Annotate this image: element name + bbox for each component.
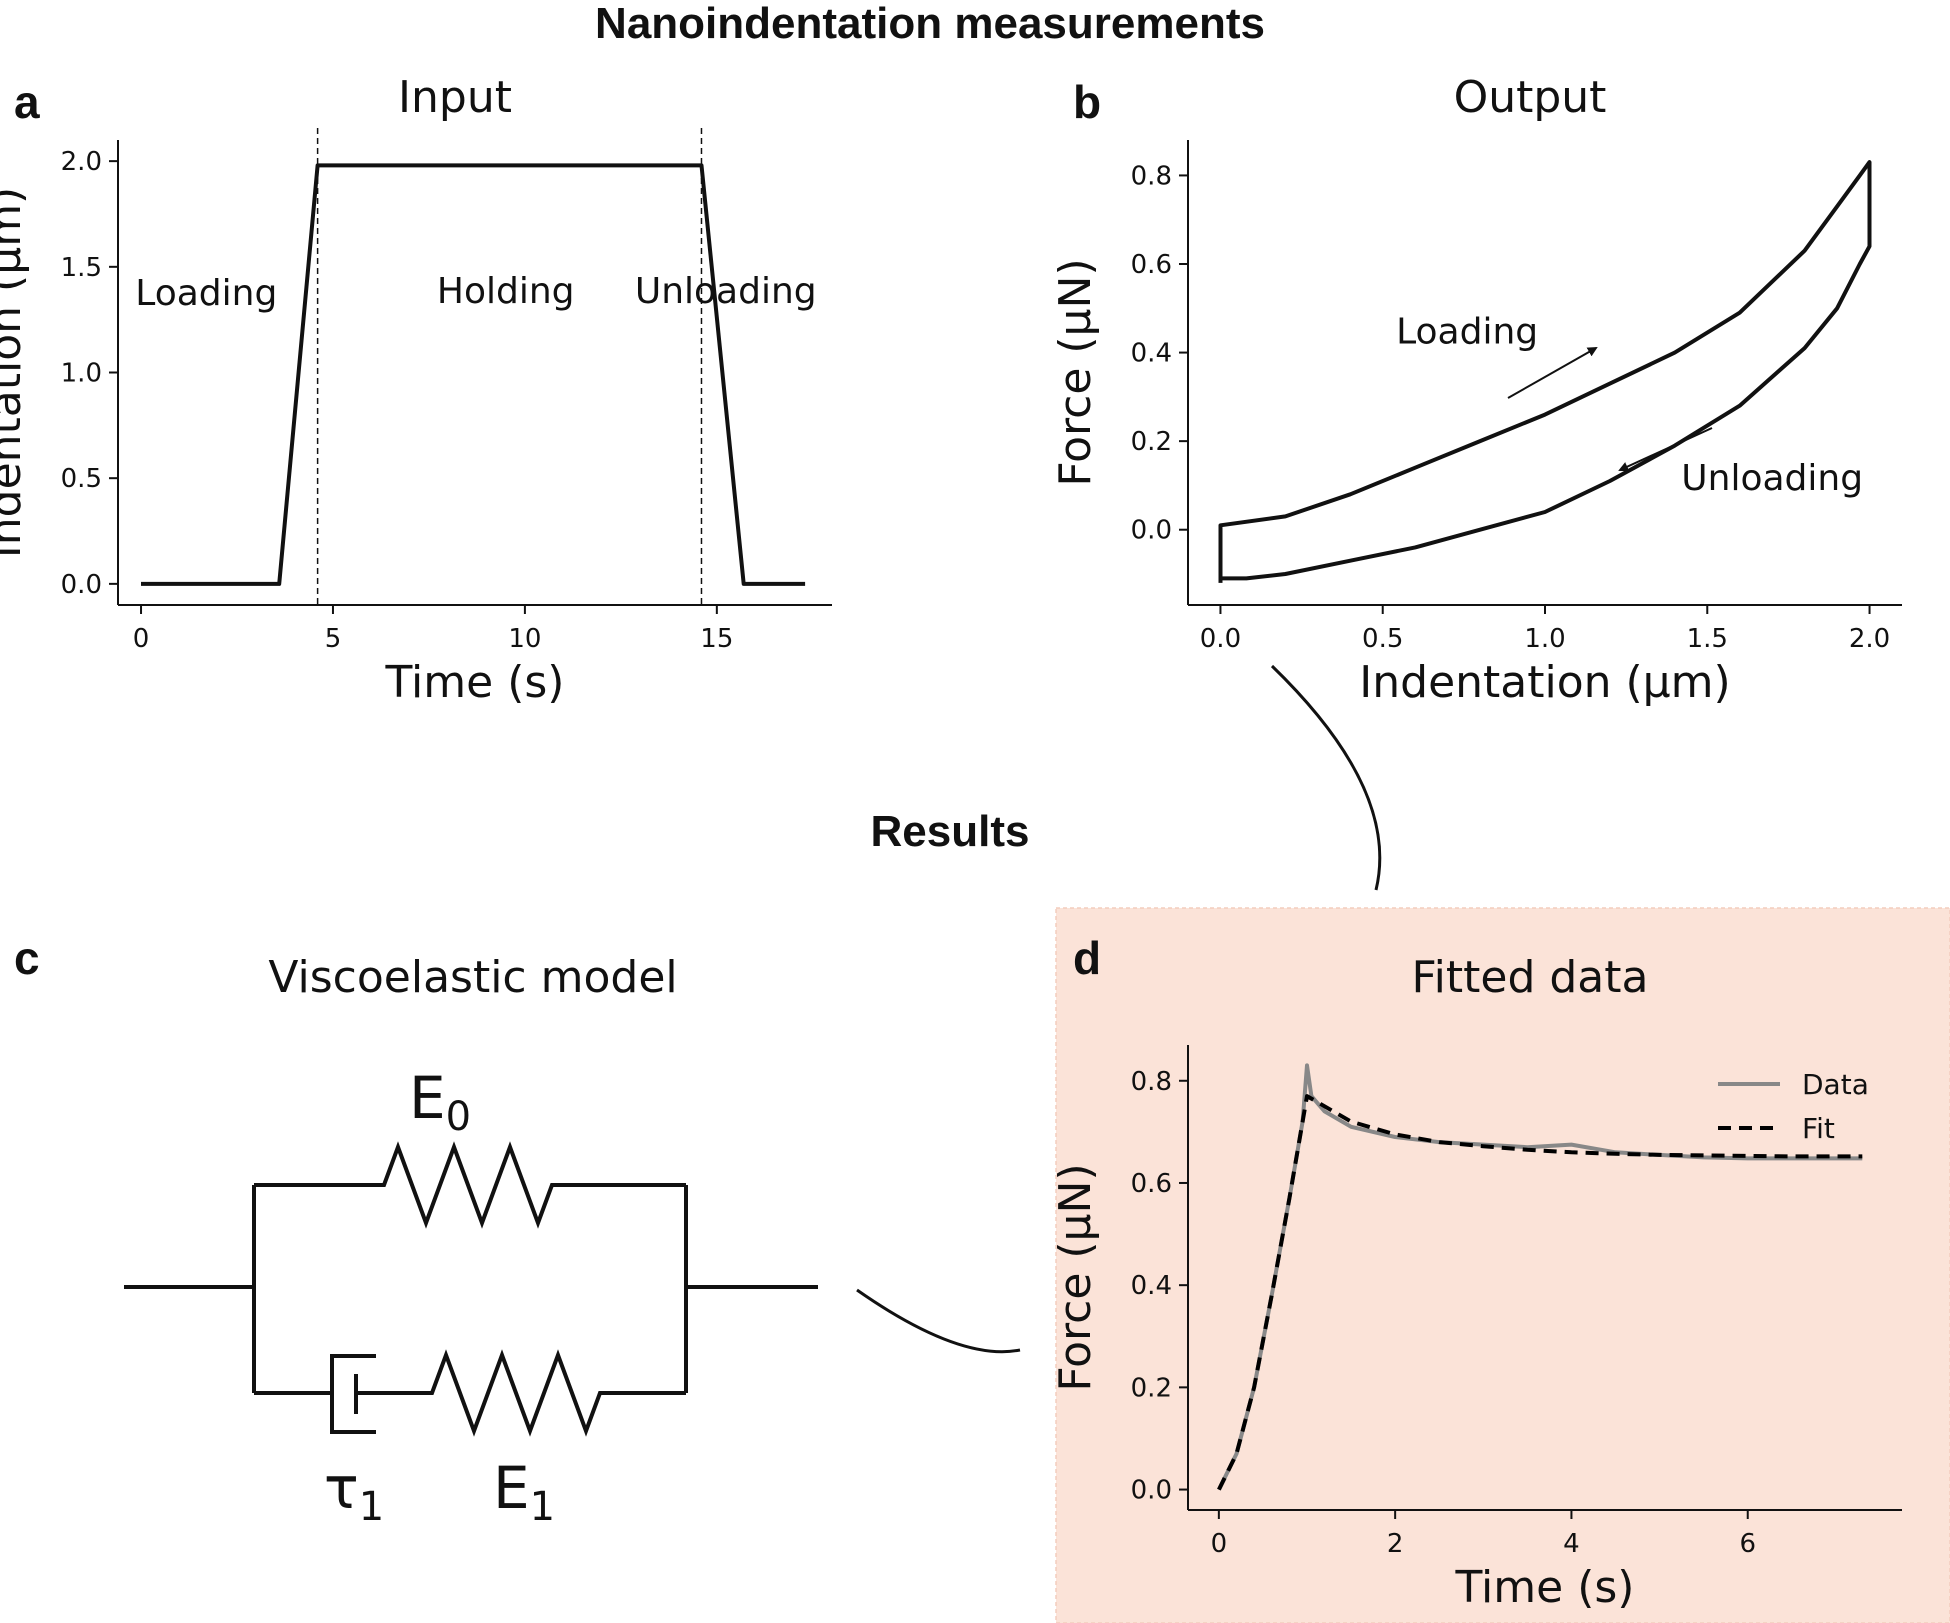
viscoelastic-model-diagram: E0 τ1 E1 xyxy=(124,1064,818,1530)
panel-d-legend: Data Fit xyxy=(1718,1068,1869,1145)
x-tick-label-b: 2.0 xyxy=(1849,624,1890,654)
y-tick-label-b: 0.2 xyxy=(1131,427,1172,457)
x-tick-label-a: 10 xyxy=(508,624,541,654)
y-tick-label-d: 0.6 xyxy=(1131,1169,1172,1199)
panel-a-label: a xyxy=(14,76,40,128)
spring-e0 xyxy=(254,1141,686,1229)
spring-e1 xyxy=(356,1349,686,1437)
x-axis-label-d: Time (s) xyxy=(1455,1562,1635,1613)
x-axis-label-b: Indentation (μm) xyxy=(1359,657,1730,708)
y-tick-label-d: 0.8 xyxy=(1131,1067,1172,1097)
y-tick-label-b: 0.4 xyxy=(1131,339,1172,369)
unloading-arrow xyxy=(1618,427,1713,472)
y-tick-label-a: 1.0 xyxy=(61,359,102,389)
y-tick-label-d: 0.2 xyxy=(1131,1373,1172,1403)
annotation-unloading: Unloading xyxy=(635,271,817,312)
x-axis-label-a: Time (s) xyxy=(385,657,565,708)
x-tick-label-b: 1.5 xyxy=(1687,624,1728,654)
y-tick-label-d: 0.4 xyxy=(1131,1271,1172,1301)
y-tick-label-d: 0.0 xyxy=(1131,1476,1172,1506)
panel-b-title: Output xyxy=(1454,72,1607,123)
label-tau1: τ1 xyxy=(324,1454,384,1530)
label-e1: E1 xyxy=(493,1454,555,1530)
y-tick-label-b: 0.6 xyxy=(1131,250,1172,280)
y-axis-label-a: Indentation (μm) xyxy=(0,187,31,558)
x-tick-label-d: 0 xyxy=(1211,1529,1228,1559)
panel-d-label: d xyxy=(1073,932,1101,984)
y-tick-label-b: 0.8 xyxy=(1131,161,1172,191)
y-tick-label-a: 2.0 xyxy=(61,147,102,177)
panel-a-title: Input xyxy=(398,72,512,123)
y-tick-label-a: 0.5 xyxy=(61,464,102,494)
y-tick-label-a: 1.5 xyxy=(61,253,102,283)
panel-c-title: Viscoelastic model xyxy=(268,952,677,1003)
results-heading: Results xyxy=(871,807,1030,856)
x-tick-label-d: 4 xyxy=(1563,1529,1580,1559)
x-tick-label-b: 0.5 xyxy=(1362,624,1403,654)
panel-b-arrows xyxy=(1507,347,1713,472)
series-line-fit xyxy=(1217,1094,1863,1491)
annotation-loading: Loading xyxy=(135,273,277,314)
annotation-unloading: Unloading xyxy=(1681,458,1863,499)
figure-title: Nanoindentation measurements xyxy=(595,0,1265,48)
x-tick-label-d: 2 xyxy=(1387,1529,1404,1559)
connector-curve-b-to-d xyxy=(1270,664,1382,891)
y-axis-label-b: Force (μN) xyxy=(1050,258,1101,486)
annotation-holding: Holding xyxy=(437,271,575,312)
legend-data-label: Data xyxy=(1802,1068,1869,1101)
loading-arrow xyxy=(1507,347,1598,399)
label-e0: E0 xyxy=(409,1064,471,1140)
x-tick-label-b: 0.0 xyxy=(1200,624,1241,654)
x-tick-label-a: 0 xyxy=(133,624,150,654)
y-tick-label-b: 0.0 xyxy=(1131,516,1172,546)
x-tick-label-b: 1.0 xyxy=(1524,624,1565,654)
x-tick-label-a: 15 xyxy=(700,624,733,654)
connector-curve-c-to-d xyxy=(856,1288,1021,1354)
panel-d-title: Fitted data xyxy=(1412,952,1649,1003)
panel-d-background xyxy=(1055,907,1950,1623)
series-line-data xyxy=(1217,1063,1863,1491)
x-tick-label-d: 6 xyxy=(1739,1529,1756,1559)
series-line-b xyxy=(1218,160,1872,583)
annotation-loading: Loading xyxy=(1396,312,1538,353)
panel-c-label: c xyxy=(14,932,40,984)
y-tick-label-a: 0.0 xyxy=(61,570,102,600)
y-axis-label-d: Force (μN) xyxy=(1050,1163,1101,1391)
chart-b-output: 0.0 0.5 1.0 1.5 2.0 0.0 0.2 0.4 0.6 0.8Indentatio… xyxy=(1050,140,1902,708)
panel-b-label: b xyxy=(1073,76,1101,128)
legend-fit-label: Fit xyxy=(1802,1112,1835,1145)
series-line-a xyxy=(141,163,806,586)
x-tick-label-a: 5 xyxy=(325,624,342,654)
